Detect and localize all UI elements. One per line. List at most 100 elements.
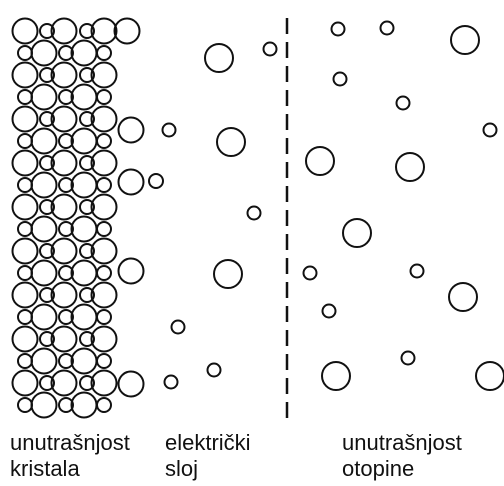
crystal-small-ion — [96, 133, 112, 149]
crystal-large-ion — [70, 83, 98, 111]
crystal-small-ion — [39, 375, 55, 391]
small-ion — [400, 350, 416, 366]
crystal-small-ion — [79, 331, 95, 347]
crystal-small-ion — [79, 111, 95, 127]
crystal-large-ion — [90, 281, 118, 309]
small-ion — [379, 20, 395, 36]
crystal-large-ion — [70, 39, 98, 67]
crystal-small-ion — [17, 177, 33, 193]
crystal-small-ion — [39, 155, 55, 171]
small-ion — [321, 303, 337, 319]
crystal-large-ion — [11, 149, 39, 177]
crystal-large-ion — [11, 17, 39, 45]
crystal-large-ion — [11, 105, 39, 133]
crystal-large-ion — [117, 370, 145, 398]
small-ion — [262, 41, 278, 57]
crystal-small-ion — [96, 177, 112, 193]
label-electric-layer: električki sloj — [165, 430, 251, 482]
crystal-small-ion — [58, 89, 74, 105]
large-ion — [395, 152, 425, 182]
crystal-large-ion — [11, 237, 39, 265]
crystal-small-ion — [96, 353, 112, 369]
crystal-large-ion — [11, 193, 39, 221]
crystal-small-ion — [17, 353, 33, 369]
small-ion — [170, 319, 186, 335]
large-ion — [204, 43, 234, 73]
large-ion — [450, 25, 480, 55]
crystal-small-ion — [96, 221, 112, 237]
crystal-small-ion — [58, 309, 74, 325]
crystal-small-ion — [39, 243, 55, 259]
crystal-large-ion — [50, 325, 78, 353]
solution-ions — [302, 20, 504, 391]
crystal-large-ion — [90, 325, 118, 353]
crystal-small-ion — [79, 199, 95, 215]
crystal-small-ion — [39, 111, 55, 127]
crystal-large-ion — [11, 369, 39, 397]
crystal-large-ion — [30, 39, 58, 67]
small-ion — [330, 21, 346, 37]
crystal-large-ion — [90, 17, 118, 45]
crystal-large-ion — [50, 105, 78, 133]
crystal-small-ion — [148, 173, 164, 189]
crystal-small-ion — [39, 331, 55, 347]
crystal-small-ion — [58, 45, 74, 61]
crystal-large-ion — [11, 281, 39, 309]
crystal-small-ion — [79, 375, 95, 391]
crystal-large-ion — [30, 171, 58, 199]
large-ion — [213, 259, 243, 289]
crystal-small-ion — [17, 45, 33, 61]
label-crystal-interior: unutrašnjost kristala — [10, 430, 130, 482]
large-ion — [475, 361, 504, 391]
small-ion — [246, 205, 262, 221]
crystal-small-ion — [96, 265, 112, 281]
crystal-large-ion — [113, 17, 141, 45]
crystal-large-ion — [90, 105, 118, 133]
crystal-large-ion — [50, 61, 78, 89]
crystal-large-ion — [11, 61, 39, 89]
crystal-small-ion — [96, 309, 112, 325]
crystal-large-ion — [50, 17, 78, 45]
large-ion — [342, 218, 372, 248]
crystal-lattice — [11, 17, 164, 419]
crystal-large-ion — [50, 281, 78, 309]
crystal-large-ion — [30, 259, 58, 287]
small-ion — [332, 71, 348, 87]
crystal-small-ion — [58, 221, 74, 237]
crystal-small-ion — [17, 133, 33, 149]
crystal-small-ion — [79, 287, 95, 303]
crystal-large-ion — [50, 149, 78, 177]
crystal-large-ion — [50, 369, 78, 397]
crystal-small-ion — [79, 67, 95, 83]
crystal-large-ion — [90, 369, 118, 397]
label-solution-interior: unutrašnjost otopine — [342, 430, 462, 482]
crystal-small-ion — [17, 265, 33, 281]
crystal-small-ion — [79, 243, 95, 259]
crystal-large-ion — [30, 83, 58, 111]
crystal-large-ion — [90, 193, 118, 221]
small-ion — [163, 374, 179, 390]
crystal-large-ion — [70, 303, 98, 331]
electric-layer-ions — [161, 41, 278, 390]
large-ion — [216, 127, 246, 157]
label-crystal-interior-line2: kristala — [10, 456, 80, 481]
crystal-small-ion — [17, 221, 33, 237]
crystal-small-ion — [39, 199, 55, 215]
crystal-large-ion — [70, 171, 98, 199]
crystal-large-ion — [70, 347, 98, 375]
crystal-large-ion — [70, 259, 98, 287]
crystal-large-ion — [70, 215, 98, 243]
crystal-large-ion — [90, 149, 118, 177]
crystal-large-ion — [90, 61, 118, 89]
crystal-large-ion — [30, 303, 58, 331]
crystal-small-ion — [17, 89, 33, 105]
label-electric-layer-line2: sloj — [165, 456, 199, 481]
crystal-small-ion — [96, 89, 112, 105]
crystal-large-ion — [117, 257, 145, 285]
crystal-large-ion — [50, 193, 78, 221]
crystal-small-ion — [39, 287, 55, 303]
large-ion — [448, 282, 478, 312]
crystal-large-ion — [50, 237, 78, 265]
crystal-small-ion — [39, 23, 55, 39]
